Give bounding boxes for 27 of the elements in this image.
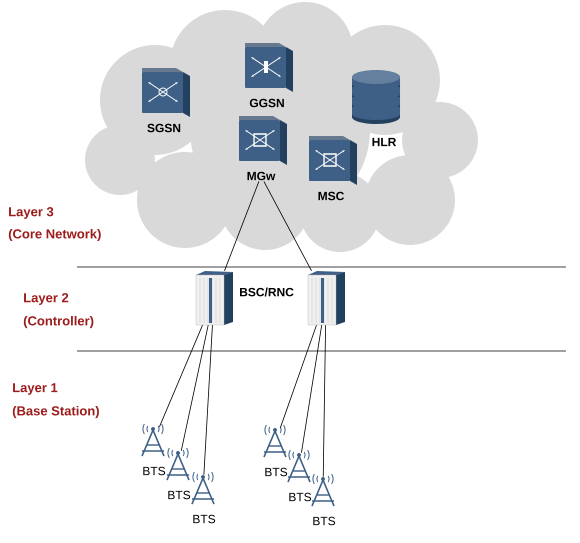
layer-label: Layer 3 <box>9 207 54 219</box>
controller-icon <box>308 271 345 326</box>
connection-line <box>322 324 326 478</box>
connection-line <box>301 324 322 454</box>
device-label: BTS <box>265 468 288 476</box>
device-label: BTS <box>289 492 312 502</box>
layer-label: Layer 2 <box>24 293 68 305</box>
layer-label: Layer 1 <box>13 383 58 395</box>
device-label: BTS <box>143 466 166 476</box>
device-label: BTS <box>168 490 190 500</box>
connection-line <box>203 324 213 476</box>
connection-line <box>159 324 203 428</box>
device-label: BSC/RNC <box>240 288 294 296</box>
device-label: MGw <box>247 172 276 180</box>
layer-label: (Controller) <box>24 316 94 328</box>
device-label: HLR <box>372 138 396 146</box>
connection-line <box>224 181 260 272</box>
layer-label: (Base Station) <box>12 406 99 418</box>
device-label: BTS <box>313 516 336 526</box>
device-label: BTS <box>193 514 216 524</box>
device-label: MSC <box>318 192 344 200</box>
device-label: GGSN <box>250 98 284 108</box>
connection-line <box>180 324 209 452</box>
connection-line <box>264 181 312 272</box>
connection-line <box>280 324 317 428</box>
device-label: SGSN <box>147 124 180 132</box>
layer-label: (Core Network) <box>8 228 101 242</box>
